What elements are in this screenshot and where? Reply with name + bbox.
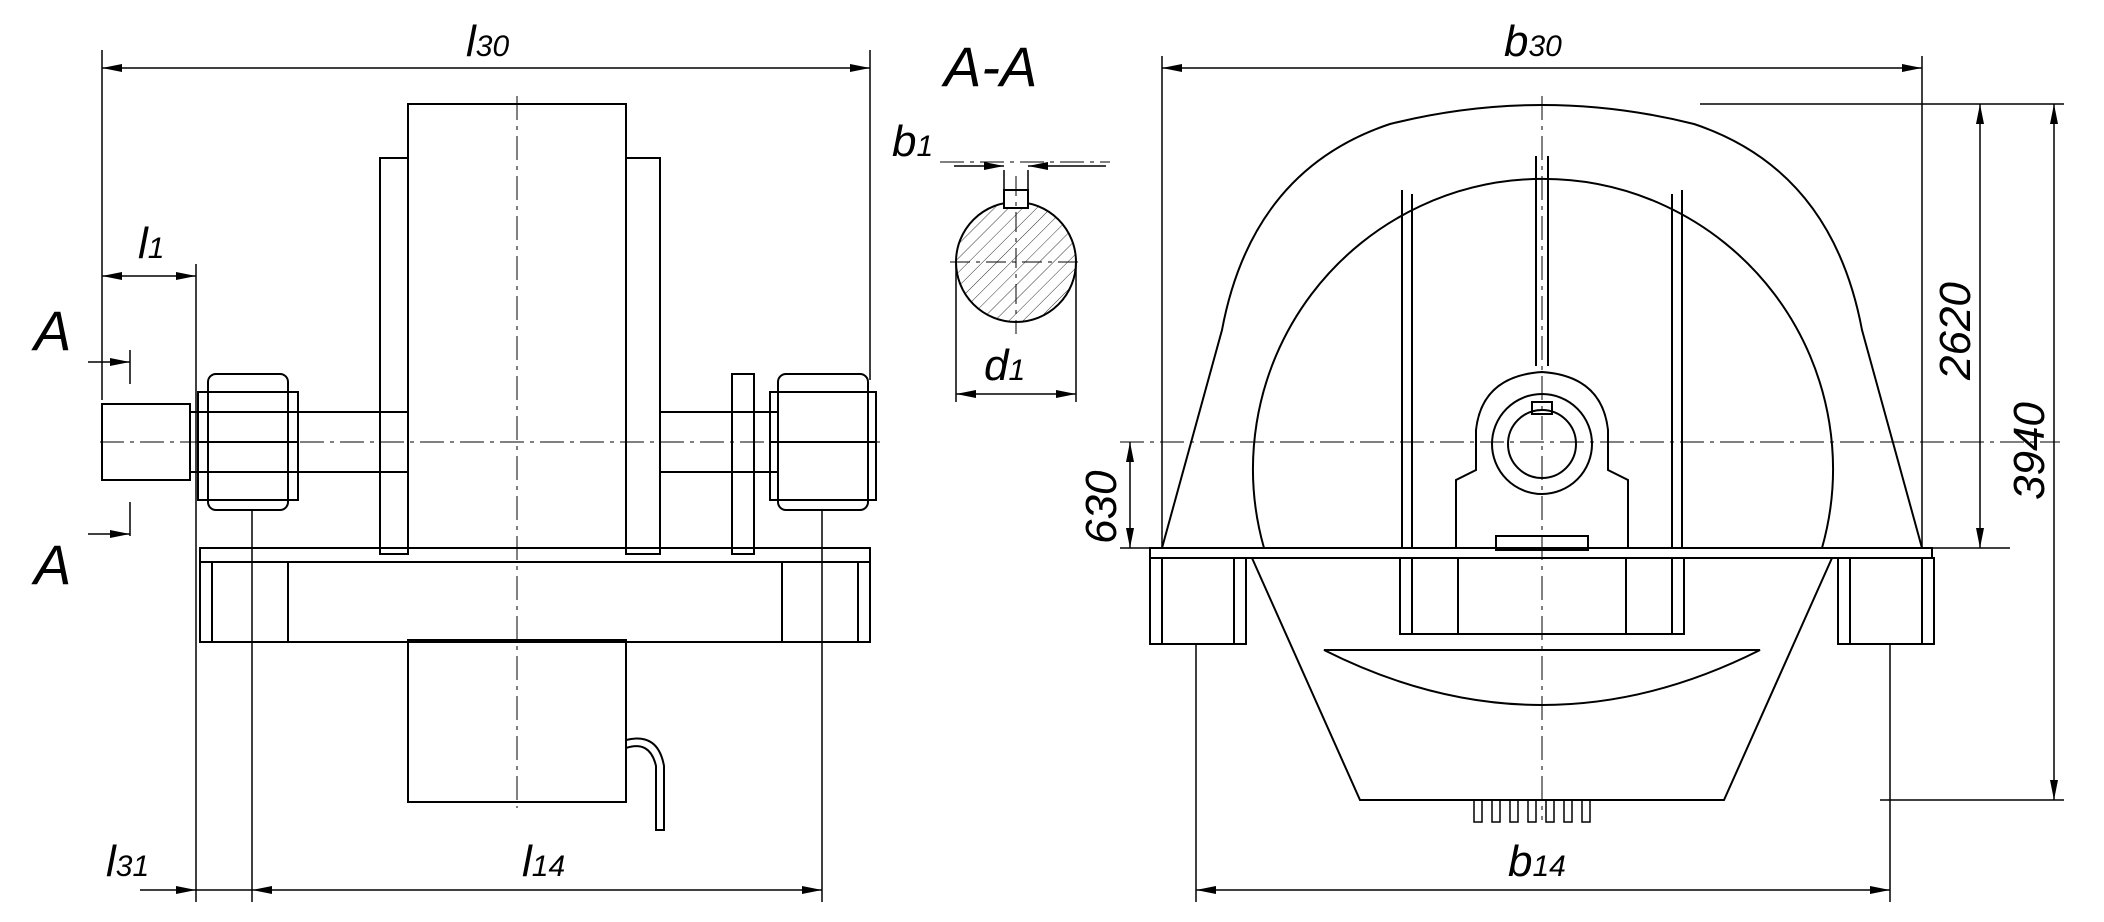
label-b1: b1 — [892, 117, 933, 166]
bearing-foot — [1495, 535, 1589, 551]
shaft-bore-outer — [1491, 393, 1593, 495]
dimension-lines-left — [88, 64, 870, 894]
label-l1: l1 — [138, 219, 164, 268]
shaft-bore-inner — [1507, 409, 1577, 479]
label-section-bottom: A — [31, 533, 71, 596]
label-b14: b14 — [1508, 837, 1566, 886]
side-plate-left — [379, 157, 409, 555]
label-2620: 2620 — [1931, 282, 1980, 381]
front-view — [1149, 104, 1935, 823]
frame-top-beam — [199, 547, 871, 563]
label-l14: l14 — [522, 837, 565, 886]
side-plate-right — [625, 157, 661, 555]
drum-circle — [1252, 177, 1834, 549]
bearing-left-cap — [197, 391, 299, 443]
housing-outer — [1161, 104, 1923, 549]
shaft-key — [1531, 401, 1553, 415]
nozzles — [1473, 799, 1591, 823]
centre-lines — [100, 96, 2060, 820]
bearing-right-cap — [769, 391, 877, 443]
tank — [1251, 557, 1833, 801]
side-view — [101, 103, 877, 831]
label-l31: l31 — [106, 837, 149, 886]
labels: A A A-A l30 l1 l31 l14 b1 d1 b30 b14 630… — [31, 17, 2054, 886]
coupling-disc — [731, 373, 755, 555]
label-d1: d1 — [984, 341, 1025, 390]
drain-pipe — [625, 737, 665, 831]
bearing-housing — [1455, 370, 1629, 549]
section-a-a — [950, 162, 1106, 402]
frame — [199, 561, 871, 643]
foot-left — [1149, 557, 1247, 645]
dimension-lines-right — [1120, 56, 2064, 902]
label-section-top: A — [31, 299, 71, 362]
label-630: 630 — [1077, 470, 1126, 544]
bearing-left-base — [197, 441, 299, 501]
bearing-right-base — [769, 441, 877, 501]
dimension-lines-section — [954, 162, 1106, 402]
tank-segment — [1323, 649, 1761, 706]
label-b30: b30 — [1504, 17, 1562, 66]
extension-lines — [101, 50, 871, 902]
centre-frame — [1399, 557, 1685, 635]
label-3940: 3940 — [2005, 402, 2054, 500]
label-section-title: A-A — [941, 35, 1037, 98]
label-l30: l30 — [466, 17, 509, 66]
foot-right — [1837, 557, 1935, 645]
